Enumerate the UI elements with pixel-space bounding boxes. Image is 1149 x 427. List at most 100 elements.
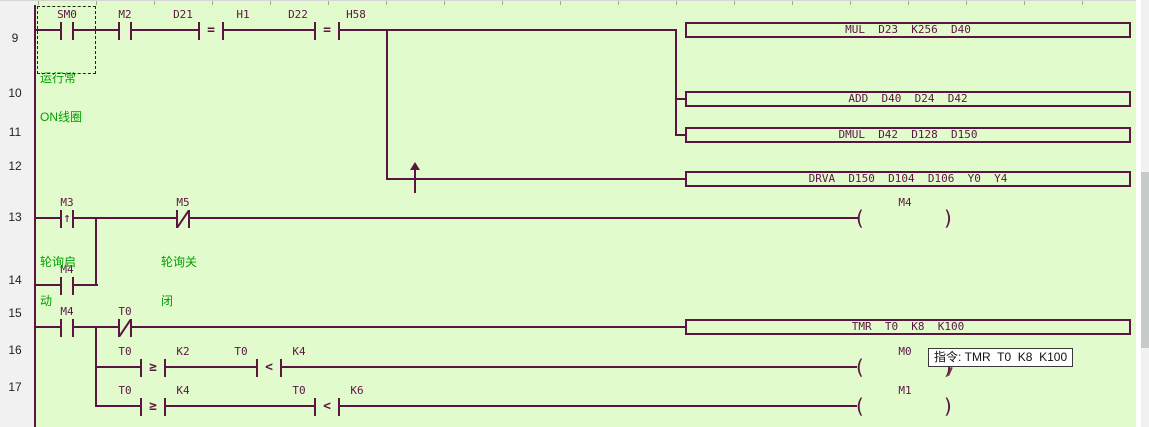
grid-tick (1024, 1, 1025, 5)
grid-tick (386, 1, 387, 5)
nc-contact-t0[interactable] (118, 319, 132, 337)
drva-feed-wire (387, 178, 685, 180)
grid-tick (328, 1, 329, 5)
grid-tick (212, 1, 213, 5)
row-number-11: 11 (8, 125, 22, 139)
device-label-m3: M3 (60, 196, 74, 209)
compare-contact-t0-ge-k4[interactable]: ≥ (140, 398, 166, 416)
scrollbar-thumb[interactable] (1141, 172, 1149, 348)
row-number-16: 16 (8, 343, 22, 357)
no-contact-m4-parallel[interactable] (60, 277, 74, 295)
compare-contact-t0-lt-k4[interactable]: < (256, 359, 282, 377)
grid-tick (618, 1, 619, 5)
row-number-17: 17 (8, 380, 22, 394)
grid-tick (1082, 1, 1083, 5)
rung-15-wire (36, 326, 685, 328)
row-number-14: 14 (8, 273, 22, 287)
equals-icon: = (207, 23, 215, 38)
grid-tick (676, 1, 677, 5)
grid-tick (908, 1, 909, 5)
row-number-15: 15 (8, 306, 22, 320)
drva-branch-wire (386, 29, 388, 180)
grid-tick (792, 1, 793, 5)
row-number-10: 10 (8, 86, 22, 100)
device-comment-m3: 轮询启 动 (40, 255, 77, 308)
device-label-t0: T0 (234, 345, 248, 358)
coil-m0-close[interactable]: ) (944, 355, 952, 379)
top-border (0, 0, 1141, 1)
device-label-t0: T0 (118, 305, 132, 318)
row-number-13: 13 (8, 210, 22, 224)
instruction-box-drva[interactable]: DRVA D150 D104 D106 Y0 Y4 (685, 171, 1131, 187)
no-contact-m4[interactable] (60, 319, 74, 337)
device-label-sm0: SM0 (57, 8, 77, 21)
nc-contact-m5[interactable] (176, 210, 190, 228)
rung-17-wire (95, 405, 857, 407)
grid-tick (444, 1, 445, 5)
device-label-m5: M5 (176, 196, 190, 209)
left-power-rail (34, 5, 36, 427)
rising-edge-icon: ↑ (63, 211, 71, 226)
instruction-box-tmr[interactable]: TMR T0 K8 K100 (685, 319, 1131, 335)
device-label-coil-m4: M4 (898, 196, 912, 209)
device-label-t0: T0 (118, 345, 132, 358)
rising-edge-contact-m3[interactable]: ↑ (60, 210, 74, 228)
coil-m1[interactable]: ( (856, 394, 864, 418)
output-branch-wire (675, 29, 677, 136)
device-label-h58: H58 (346, 8, 366, 21)
nc-slash-icon (176, 210, 190, 228)
greater-equal-icon: ≥ (149, 360, 157, 375)
add-stub-wire (675, 98, 687, 100)
compare-contact-d22-eq-h58[interactable]: = (314, 22, 340, 40)
equals-icon: = (323, 23, 331, 38)
grid-tick (38, 1, 39, 5)
device-label-coil-m0: M0 (898, 345, 912, 358)
device-label-k4: K4 (176, 384, 190, 397)
device-label-k2: K2 (176, 345, 190, 358)
device-label-d22: D22 (288, 8, 308, 21)
less-than-icon: < (323, 399, 331, 414)
device-label-h1: H1 (236, 8, 250, 21)
device-label-m4: M4 (60, 305, 74, 318)
instruction-box-add[interactable]: ADD D40 D24 D42 (685, 91, 1131, 107)
coil-m4[interactable]: ( (856, 206, 864, 230)
device-label-k4: K4 (292, 345, 306, 358)
device-label-m4: M4 (60, 263, 74, 276)
greater-equal-icon: ≥ (149, 399, 157, 414)
dmul-stub-wire (675, 134, 687, 136)
instruction-box-dmul[interactable]: DMUL D42 D128 D150 (685, 127, 1131, 143)
grid-tick (560, 1, 561, 5)
nc-slash-icon (118, 319, 132, 337)
compare-contact-d21-eq-h1[interactable]: = (198, 22, 224, 40)
selection-box (37, 6, 96, 74)
device-label-t0: T0 (118, 384, 132, 397)
instruction-tooltip: 指令: TMR T0 K8 K100 (928, 348, 1074, 367)
row-number-gutter: 9 10 11 12 13 14 15 16 17 (0, 0, 34, 427)
grid-tick (270, 1, 271, 5)
device-label-m2: M2 (118, 8, 132, 21)
grid-tick (154, 1, 155, 5)
rung-16-wire (95, 366, 857, 368)
device-label-k6: K6 (350, 384, 364, 397)
row-number-9: 9 (11, 31, 19, 45)
instruction-box-mul[interactable]: MUL D23 K256 D40 (685, 22, 1131, 38)
coil-m4-close[interactable]: ) (944, 206, 952, 230)
no-contact-m2[interactable] (118, 22, 132, 40)
grid-tick (502, 1, 503, 5)
rung-9-wire (36, 29, 676, 31)
device-label-t0: T0 (292, 384, 306, 397)
device-label-coil-m1: M1 (898, 384, 912, 397)
coil-m0[interactable]: ( (856, 355, 864, 379)
device-label-d21: D21 (173, 8, 193, 21)
no-contact-sm0[interactable] (60, 22, 74, 40)
less-than-icon: < (265, 360, 273, 375)
row-number-12: 12 (8, 159, 22, 173)
compare-contact-t0-ge-k2[interactable]: ≥ (140, 359, 166, 377)
right-edge-strip (1136, 0, 1141, 427)
coil-m1-close[interactable]: ) (944, 394, 952, 418)
grid-tick (96, 1, 97, 5)
rung-13-wire (36, 217, 858, 219)
grid-tick (850, 1, 851, 5)
compare-contact-t0-lt-k6[interactable]: < (314, 398, 340, 416)
